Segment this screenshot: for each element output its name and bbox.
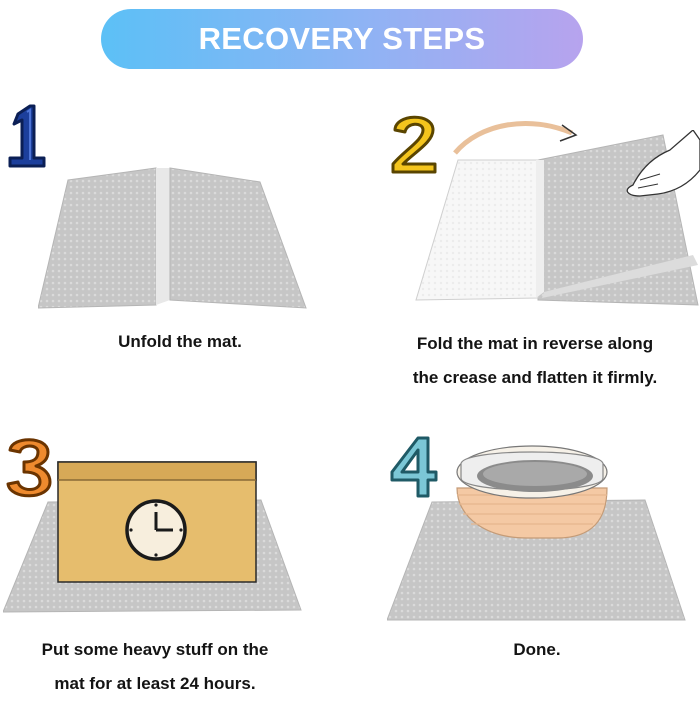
number-3-icon [6, 438, 52, 498]
litter-box-icon [456, 445, 608, 539]
step-4-caption: Done. [513, 640, 561, 659]
title-banner: RECOVERY STEPS [101, 9, 583, 69]
curved-arrow-icon [453, 121, 578, 155]
step-2-caption: Fold the mat in reverse along the crease… [412, 334, 658, 387]
box-on-mat-illustration [3, 461, 302, 613]
step-3-caption: Put some heavy stuff on the mat for at l… [41, 640, 269, 693]
litter-box-on-mat-illustration [387, 445, 686, 621]
number-4-icon [390, 436, 438, 498]
step-1-caption: Unfold the mat. [118, 332, 242, 351]
page-title: RECOVERY STEPS [198, 21, 486, 56]
number-1-icon [8, 104, 46, 168]
clock-icon [125, 499, 187, 561]
folded-mat-illustration [38, 167, 307, 309]
reverse-fold-illustration [415, 130, 700, 306]
number-2-icon [391, 115, 437, 174]
